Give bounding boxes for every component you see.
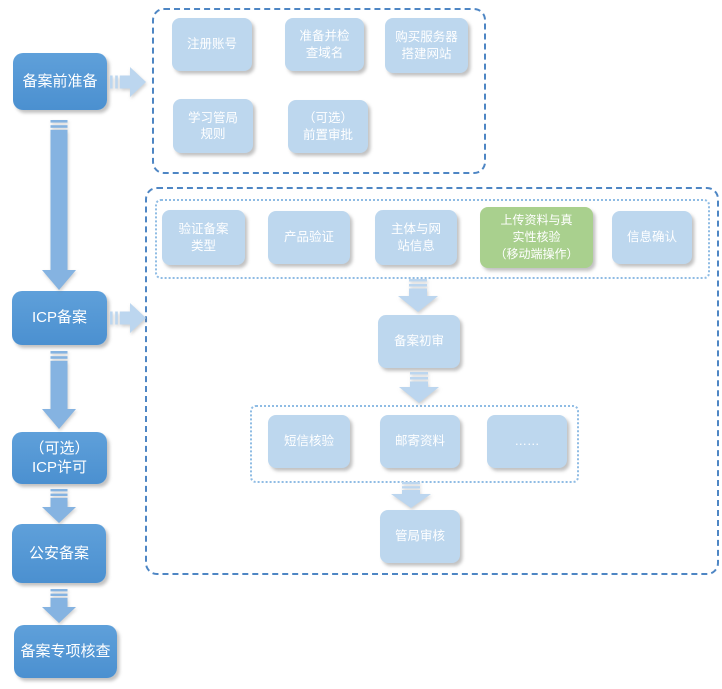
node-pre-filing-preparation: 备案前准备: [13, 53, 107, 110]
down-arrow-icon: [399, 372, 439, 403]
down-arrow-icon: [42, 489, 76, 523]
down-arrow-icon: [42, 351, 76, 429]
node-info-confirmation: 信息确认: [612, 211, 692, 264]
right-arrow-icon: [110, 67, 146, 97]
right-arrow-icon: [110, 303, 146, 333]
prep-group-container: [152, 8, 486, 174]
node-product-verification: 产品验证: [268, 211, 350, 264]
icp-group-container: [145, 187, 719, 575]
icp-steps-row-container: [155, 199, 710, 279]
node-public-security-filing: 公安备案: [12, 524, 106, 583]
node-upload-materials-verification: 上传资料与真 实性核验 （移动端操作）: [480, 207, 593, 268]
node-learn-authority-rules: 学习管局 规则: [173, 99, 253, 153]
node-sms-verification: 短信核验: [268, 415, 350, 468]
node-mail-materials: 邮寄资料: [380, 415, 460, 468]
node-optional-icp-license: （可选） ICP许可: [12, 432, 107, 484]
node-verify-filing-type: 验证备案 类型: [162, 210, 245, 265]
node-optional-pre-approval: （可选） 前置审批: [288, 100, 368, 153]
down-arrow-icon: [42, 120, 76, 290]
node-prepare-check-domain: 准备并检 查域名: [285, 18, 364, 71]
node-subject-website-info: 主体与网 站信息: [375, 210, 457, 265]
node-initial-review: 备案初审: [378, 315, 460, 368]
down-arrow-icon: [391, 482, 431, 508]
node-authority-review: 管局审核: [380, 510, 460, 563]
down-arrow-icon: [398, 279, 438, 312]
node-buy-server-build-site: 购买服务器 搭建网站: [385, 18, 468, 73]
node-register-account: 注册账号: [172, 18, 252, 71]
node-more-options: ……: [487, 415, 567, 468]
node-filing-special-check: 备案专项核查: [14, 625, 117, 678]
node-icp-filing: ICP备案: [12, 291, 107, 345]
down-arrow-icon: [42, 589, 76, 623]
